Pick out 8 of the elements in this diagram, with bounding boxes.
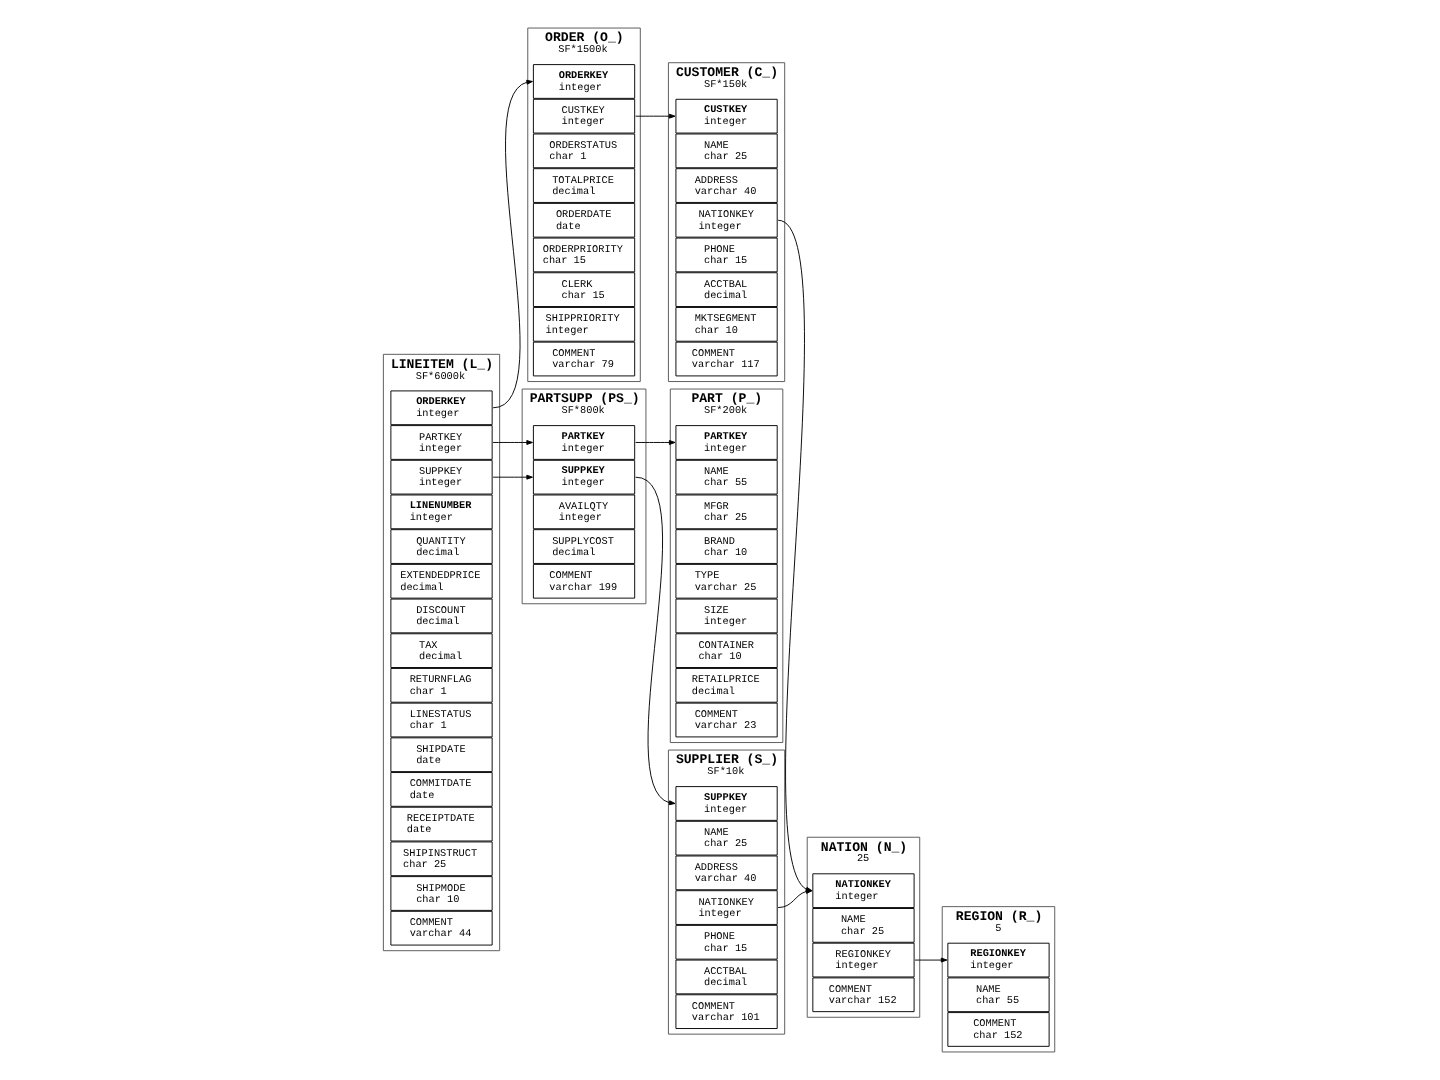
arrow [914, 957, 948, 963]
arrow [492, 440, 533, 445]
arrow [635, 440, 676, 445]
arrow [635, 113, 676, 119]
arrow [492, 474, 533, 480]
arrow [777, 889, 813, 909]
arrow [492, 79, 533, 409]
arrow [635, 476, 676, 806]
